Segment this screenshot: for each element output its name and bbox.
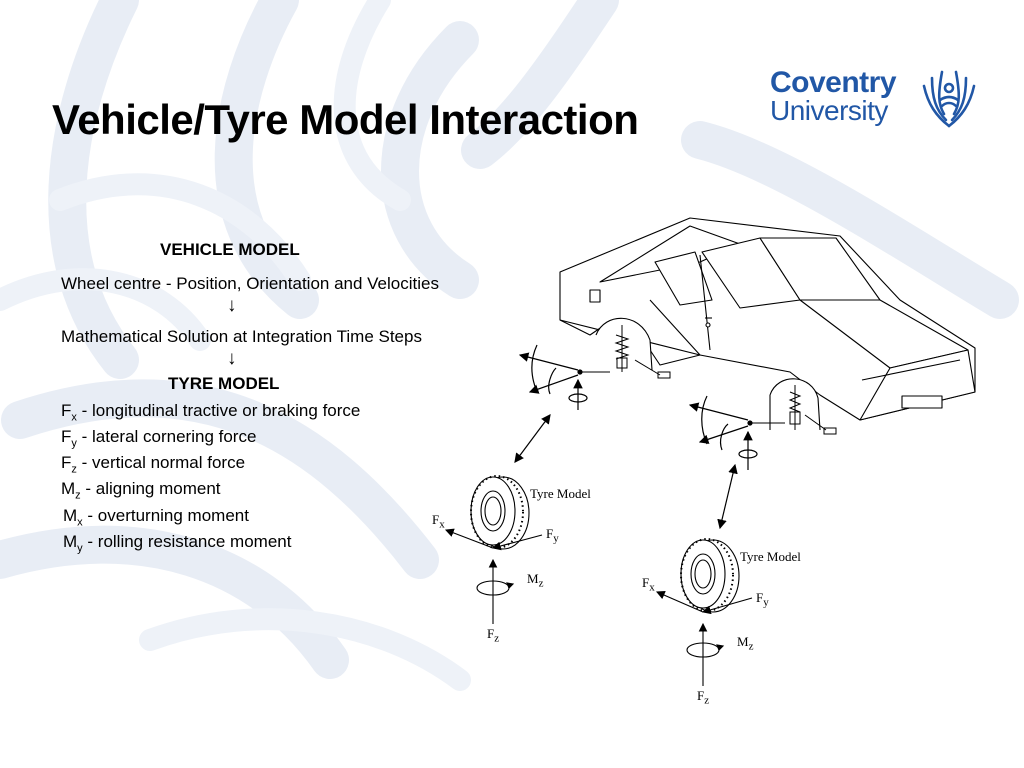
- car-outline: [559, 217, 976, 431]
- moment-mz-line: Mz - aligning moment: [61, 479, 221, 502]
- tyre-model-label-left: Tyre Model: [530, 486, 591, 501]
- front-wheel-forces: [688, 395, 758, 470]
- mz-label-left: Mz: [527, 571, 544, 590]
- force-fy-line: Fy - lateral cornering force: [61, 427, 257, 450]
- tyre-model-right: [655, 538, 753, 686]
- fx-label-right: Fx: [642, 575, 655, 594]
- mathematical-solution-line: Mathematical Solution at Integration Tim…: [61, 327, 422, 346]
- logo-word-coventry: Coventry: [770, 66, 897, 99]
- down-arrow-icon: ↓: [227, 348, 237, 369]
- vehicle-model-heading: VEHICLE MODEL: [160, 240, 300, 259]
- link-arrow-rear: [514, 414, 551, 463]
- rear-suspension: [580, 325, 671, 379]
- wheel-centre-line: Wheel centre - Position, Orientation and…: [61, 274, 439, 293]
- tyre-model-left: [444, 475, 543, 624]
- fy-label-left: Fy: [546, 526, 559, 545]
- fx-label-left: Fx: [432, 512, 445, 531]
- force-fz-line: Fz - vertical normal force: [61, 453, 246, 476]
- fz-label-right: Fz: [697, 688, 710, 707]
- link-arrow-front: [717, 463, 738, 530]
- moment-my-line: My - rolling resistance moment: [63, 532, 292, 555]
- moment-mx-line: Mx - overturning moment: [63, 506, 249, 529]
- phoenix-icon: [922, 70, 976, 128]
- fy-label-right: Fy: [756, 590, 769, 609]
- logo-word-university: University: [770, 95, 888, 126]
- tyre-model-heading: TYRE MODEL: [168, 374, 280, 393]
- coventry-university-logo: Coventry University: [770, 66, 985, 136]
- mz-label-right: Mz: [737, 634, 754, 653]
- tyre-model-label-right: Tyre Model: [740, 549, 801, 564]
- fz-label-left: Fz: [487, 626, 500, 645]
- down-arrow-icon: ↓: [227, 295, 237, 316]
- force-fx-line: Fx - longitudinal tractive or braking fo…: [61, 401, 361, 424]
- slide-title: Vehicle/Tyre Model Interaction: [52, 96, 639, 143]
- rear-wheel-forces: [518, 344, 588, 410]
- front-suspension: [750, 385, 837, 435]
